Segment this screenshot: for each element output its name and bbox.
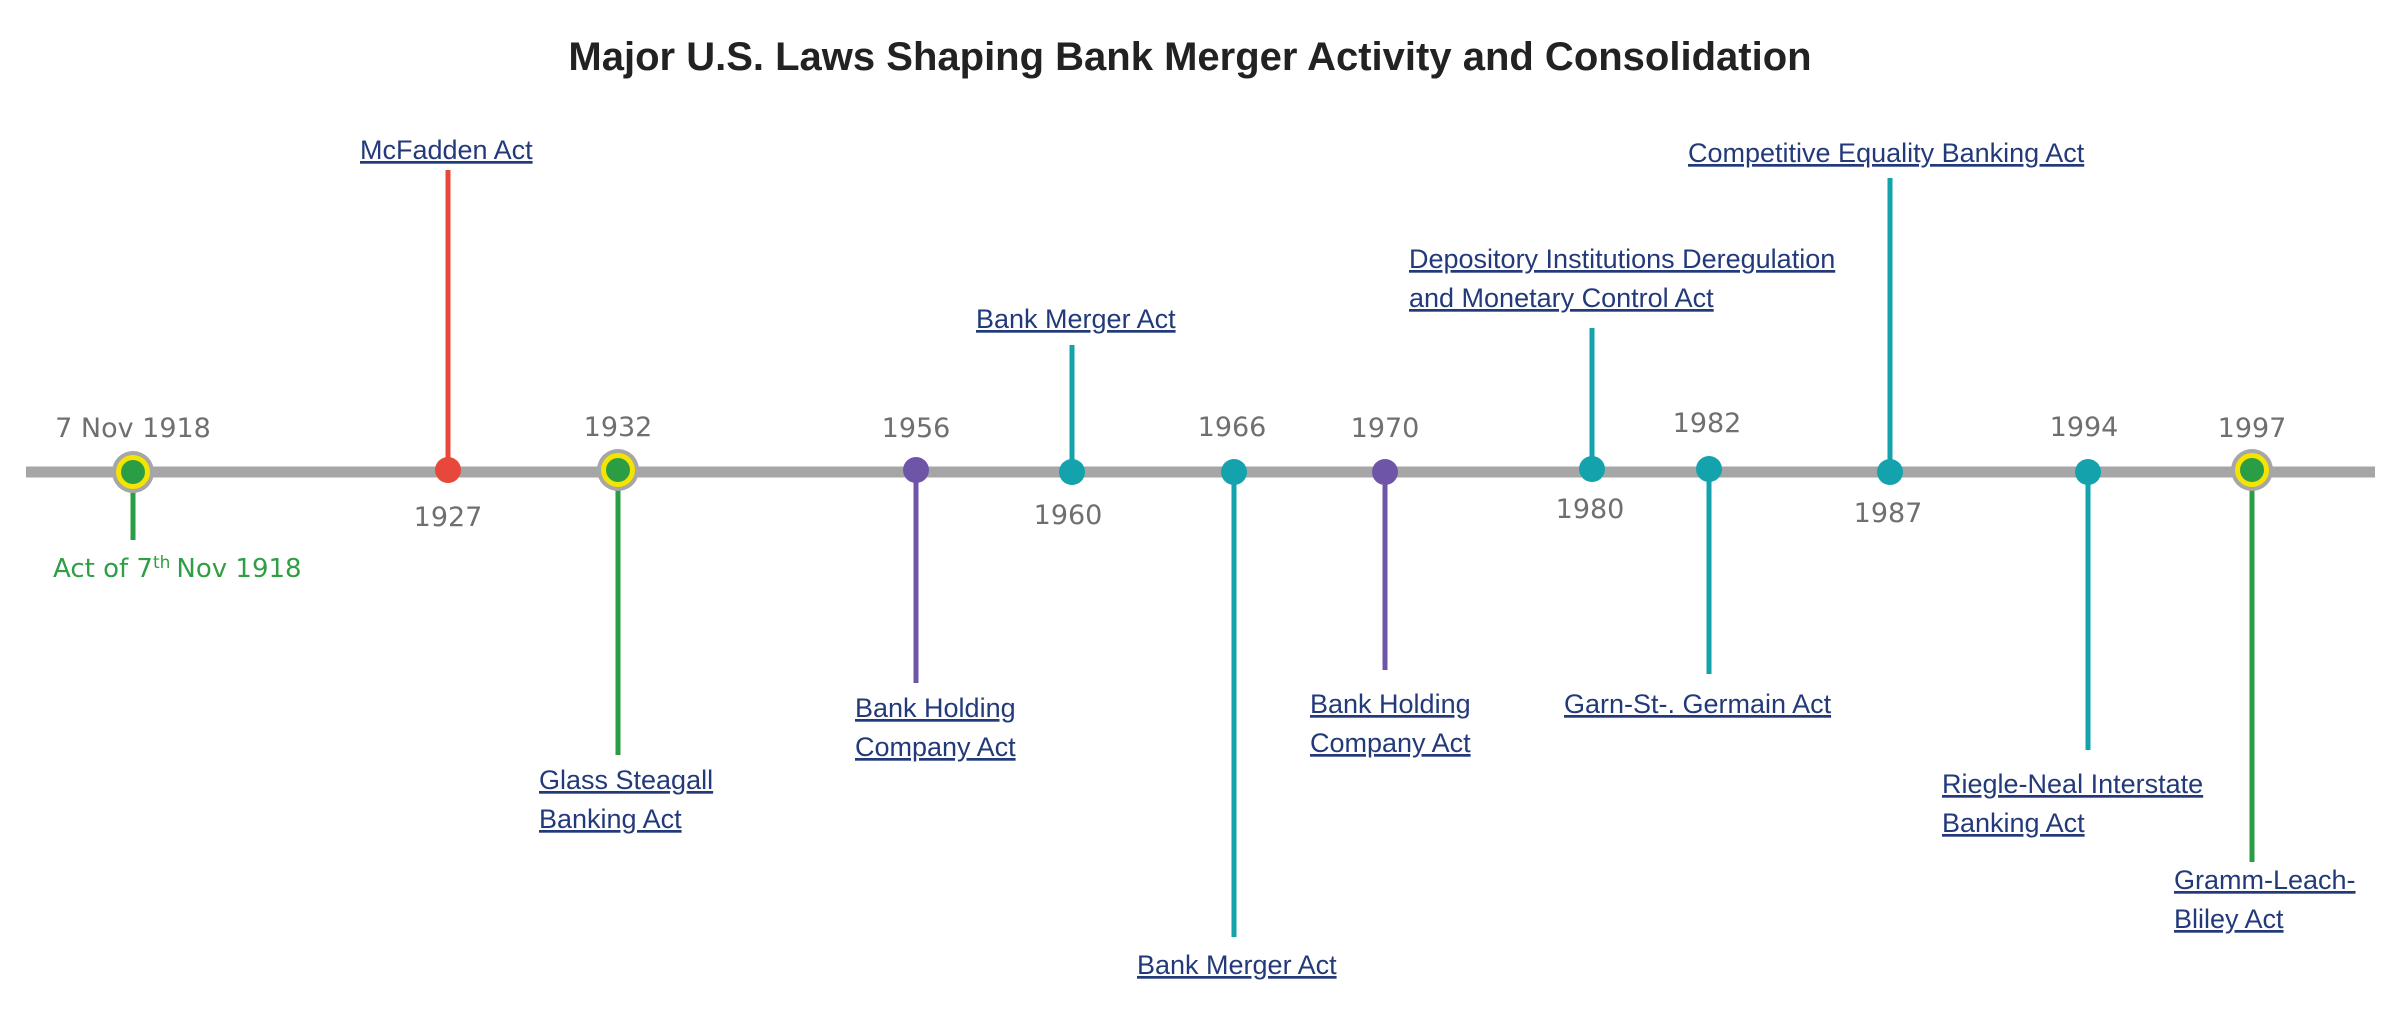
event-year: 1966 [1198,412,1267,443]
event-year: 1994 [2050,412,2119,443]
event-competitive-equality-banking-act: 1987 Competitive Equality Banking Act [1688,138,2085,529]
event-marker [1221,459,1247,485]
event-year: 1987 [1854,498,1923,529]
event-mcfadden-act: 1927 McFadden Act [360,135,533,533]
event-didmca: 1980 Depository Institutions Deregulation… [1409,244,1835,525]
event-year: 1997 [2218,413,2287,444]
event-marker [1877,459,1903,485]
event-marker [2075,459,2101,485]
event-marker [606,458,630,482]
event-year: 7 Nov 1918 [55,413,211,444]
event-marker [1372,459,1398,485]
event-marker [2240,458,2264,482]
event-label-link[interactable]: Gramm-Leach-Bliley Act [2174,865,2356,934]
event-marker [121,460,145,484]
event-marker [435,457,461,483]
event-bank-merger-act-1960: 1960 Bank Merger Act [976,304,1176,531]
event-marker [1059,459,1085,485]
event-label-link[interactable]: Bank Merger Act [1137,950,1337,980]
event-year: 1960 [1034,500,1103,531]
event-label-link[interactable]: Bank Merger Act [976,304,1176,334]
event-label-link[interactable]: Garn-St-. Germain Act [1564,689,1832,719]
event-year: 1932 [584,412,653,443]
event-year: 1980 [1556,494,1625,525]
event-year: 1956 [882,413,951,444]
event-year: 1970 [1351,413,1420,444]
event-year: 1982 [1673,408,1742,439]
event-label-link[interactable]: McFadden Act [360,135,533,165]
event-year: 1927 [414,502,483,533]
event-marker [1579,456,1605,482]
event-marker [903,457,929,483]
event-marker [1696,456,1722,482]
event-label-link[interactable]: Competitive Equality Banking Act [1688,138,2085,168]
diagram-title: Major U.S. Laws Shaping Bank Merger Acti… [568,35,1811,79]
